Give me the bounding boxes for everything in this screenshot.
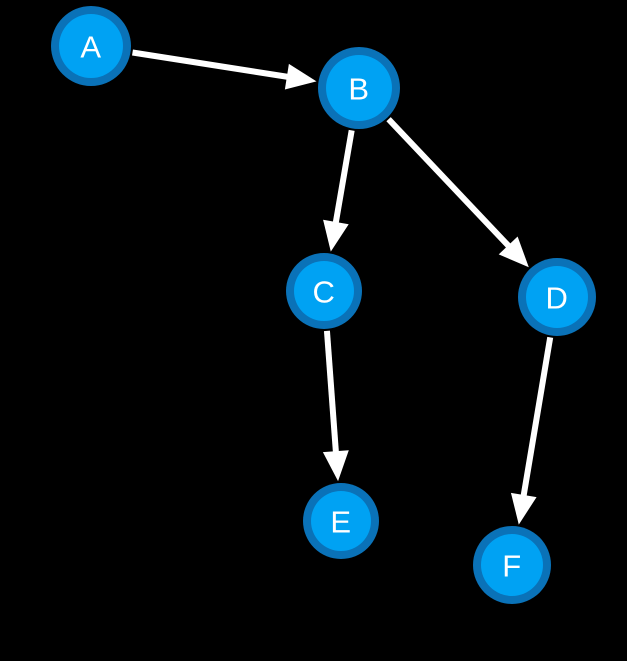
edge-c-to-e [322, 330, 349, 482]
node-label: E [330, 505, 351, 540]
node-label: C [313, 275, 336, 310]
node-core [59, 14, 123, 78]
node-core [311, 491, 371, 551]
node-core [326, 55, 392, 121]
graph-node-d[interactable]: D [518, 258, 596, 336]
nodes-layer: A B C D E F [51, 6, 596, 604]
edge-line [331, 129, 355, 229]
edge-b-to-c [323, 129, 355, 252]
edge-line [386, 117, 515, 252]
graph-node-e[interactable]: E [303, 483, 379, 559]
arrow-head-icon [510, 492, 537, 525]
graph-node-c[interactable]: C [286, 253, 362, 329]
graph-node-f[interactable]: F [473, 526, 551, 604]
arrow-head-icon [323, 219, 349, 252]
edges-layer [132, 49, 554, 525]
edge-d-to-f [510, 336, 554, 525]
edge-a-to-b [132, 49, 317, 90]
node-label: B [348, 72, 369, 107]
arrow-head-icon [284, 63, 317, 90]
node-label: D [546, 281, 569, 316]
graph-node-b[interactable]: B [318, 47, 400, 129]
node-label: A [80, 30, 101, 65]
edge-b-to-d [386, 117, 529, 268]
edge-line [323, 330, 340, 458]
graph-node-a[interactable]: A [51, 6, 131, 86]
node-label: F [502, 549, 521, 584]
arrow-head-icon [322, 450, 349, 482]
arrow-head-icon [498, 236, 529, 268]
node-core [481, 534, 543, 596]
edge-line [519, 336, 554, 502]
node-core [526, 266, 588, 328]
node-core [294, 261, 354, 321]
edge-line [132, 49, 294, 81]
